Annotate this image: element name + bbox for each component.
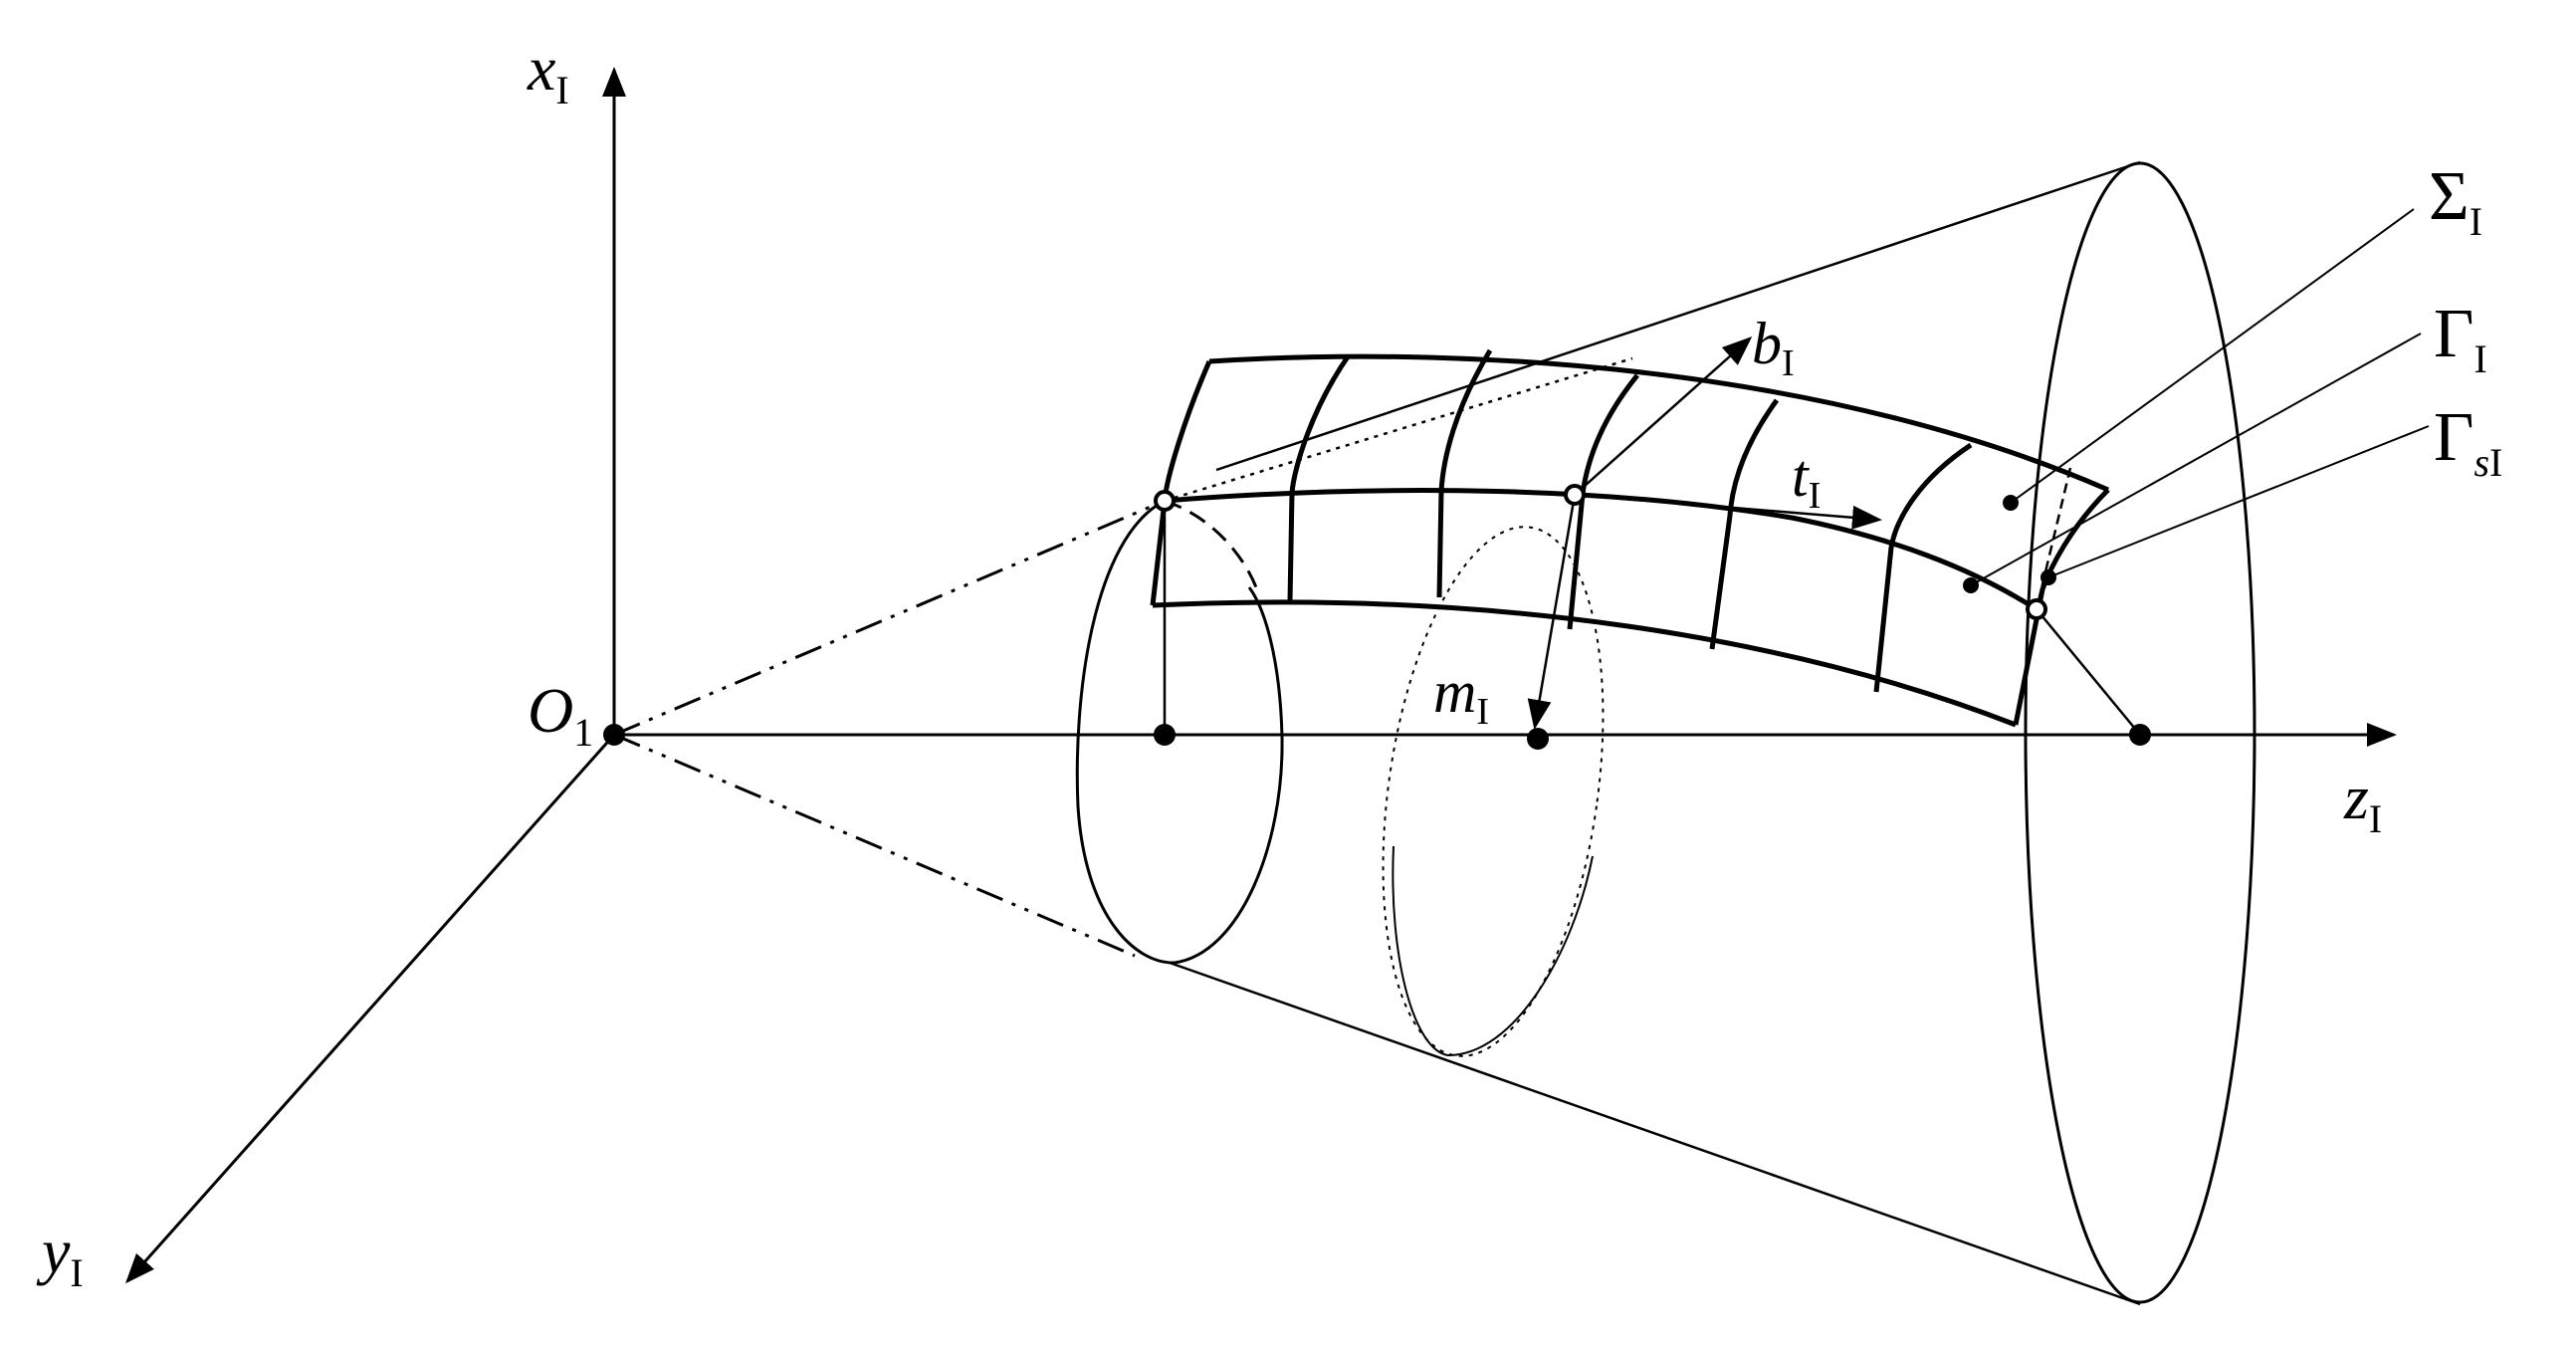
- m-vector-label: mI: [1433, 659, 1489, 733]
- gamma-s-point: [2040, 569, 2056, 585]
- large-ellipse: [2024, 161, 2256, 1304]
- b-vector: [1574, 337, 1753, 496]
- b-vector-label: bI: [1752, 311, 1795, 384]
- middle-surface-point: [1564, 484, 1586, 506]
- sigma-leader: [2010, 208, 2415, 504]
- right-axis-point: [2129, 724, 2151, 746]
- y-axis: [125, 734, 616, 1284]
- surface-bottom-edge: [1152, 599, 2017, 728]
- y-axis-label: yI: [36, 1216, 84, 1295]
- cone-apex-lower-dashdot: [613, 733, 1136, 958]
- middle-axis-point: [1527, 728, 1549, 750]
- gamma-s-label: ΓsI: [2434, 399, 2502, 485]
- x-axis-label: xI: [527, 33, 569, 112]
- left-surface-point: [1154, 490, 1176, 512]
- sigma-label: ΣI: [2429, 158, 2482, 244]
- small-ellipse-hidden: [1164, 499, 1258, 588]
- left-axis-point: [1154, 724, 1176, 746]
- cone-upper-generator: [1215, 160, 2141, 472]
- gamma-point: [1963, 577, 1979, 593]
- cone-lower-generator: [1169, 961, 2141, 1306]
- gamma-s-leader: [2047, 425, 2430, 578]
- surface-left-edge: [1150, 359, 1212, 606]
- solid-points: [603, 495, 2151, 750]
- surface-right-edge: [2013, 488, 2110, 726]
- surface-ruling-lines: [1287, 348, 1973, 693]
- small-ellipse-front: [1075, 499, 1284, 965]
- t-vector-label: tI: [1792, 443, 1821, 517]
- surface-top-edge: [1208, 353, 2109, 493]
- z-axis-label: zI: [2343, 762, 2382, 841]
- sigma-point: [2003, 495, 2019, 511]
- t-vector: [1574, 493, 1882, 530]
- gamma-leader: [1970, 333, 2422, 586]
- origin-point: [603, 724, 625, 746]
- middle-ellipse-dotted: [1382, 526, 1605, 1057]
- origin-label: O1: [528, 675, 593, 755]
- right-projection-line: [2036, 608, 2141, 736]
- cone-apex-upper-dashdot: [613, 499, 1166, 737]
- right-surface-point: [2026, 598, 2047, 620]
- hidden-generator-dotted: [1164, 356, 1633, 503]
- m-vector: [1527, 494, 1577, 730]
- middle-ellipse-lower-solid: [1392, 845, 1594, 1057]
- hollow-points: [1154, 484, 2047, 620]
- gamma-label: ΓI: [2434, 296, 2487, 381]
